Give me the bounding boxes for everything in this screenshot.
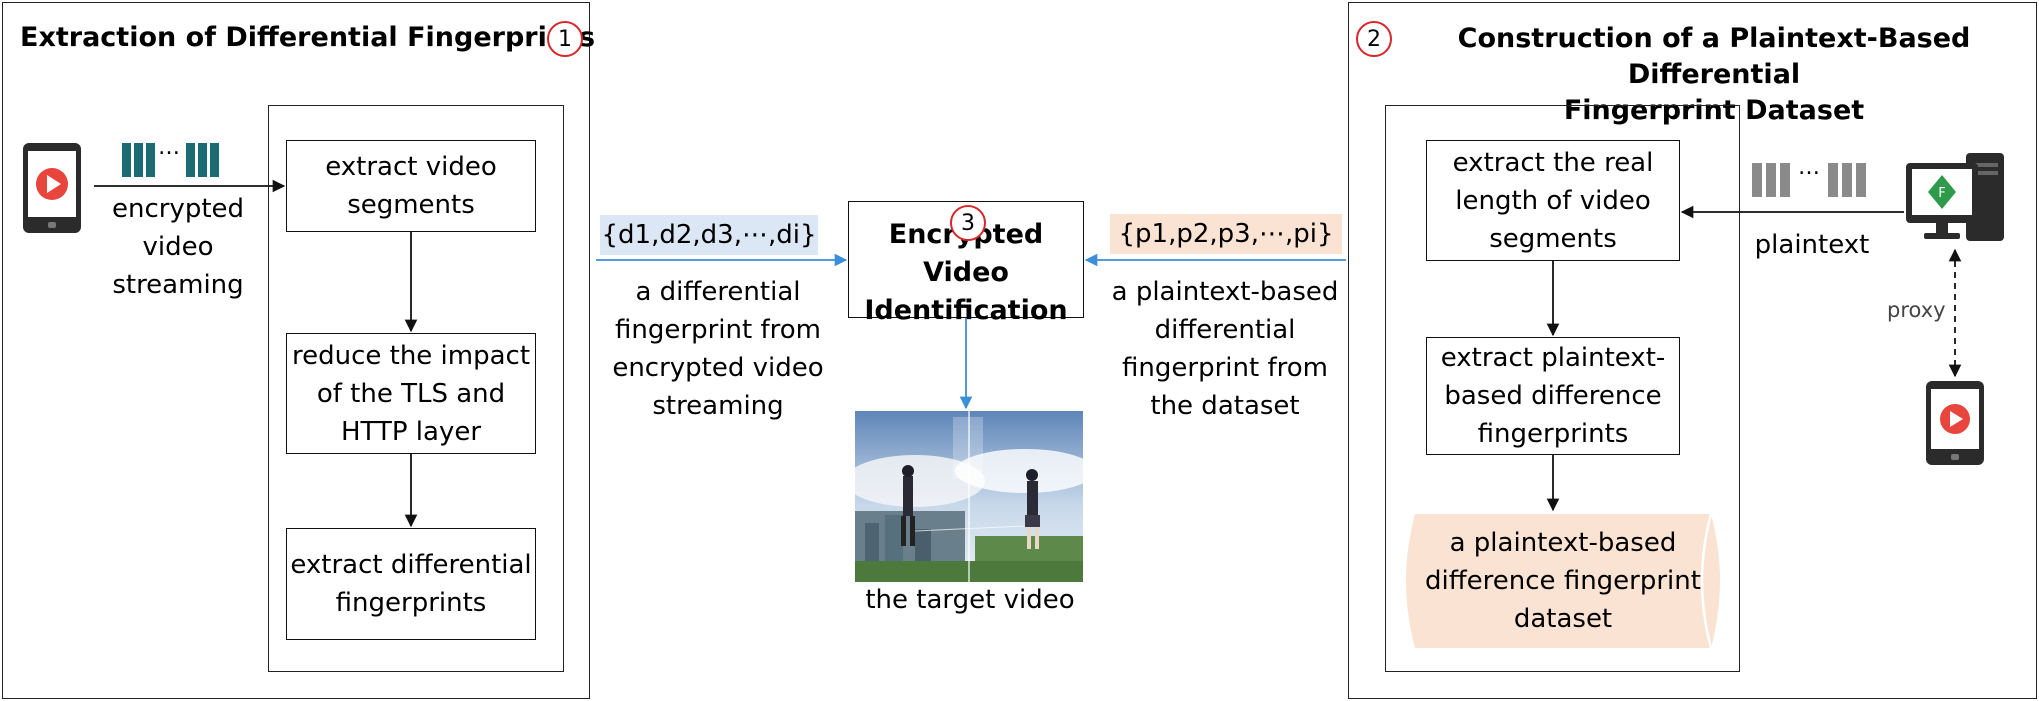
proxy-label: proxy [1887,298,1946,322]
step-3-badge: 3 [950,205,986,241]
phone-play-icon [1926,381,1984,465]
target-video-caption: the target video [865,585,1075,615]
extraction-panel-title: Extraction of Differential Fingerprints [20,22,596,53]
step-1-badge: 1 [547,21,583,57]
extract-real-length-box: extract the real length of video segment… [1426,140,1680,261]
fingerprint-dataset-label: a plaintext-based difference fingerprint… [1425,528,1701,634]
encrypted-fingerprint-caption: a differential fingerprint from encrypte… [612,277,824,421]
reduce-tls-http-impact-box: reduce the impact of the TLS and HTTP la… [286,333,536,454]
encrypted-video-streaming-label: encrypted video streaming [111,194,245,300]
extract-differential-fingerprints-box: extract differential fingerprints [286,528,536,640]
plaintext-label: plaintext [1754,230,1870,260]
extract-plaintext-fingerprints-box: extract plaintext- based difference fing… [1426,337,1680,455]
gray-packet-ellipsis: … [1798,155,1820,180]
video-poster-image [855,411,1083,582]
svg-text:F: F [1938,186,1945,201]
encrypted-fingerprint-sequence: {d1,d2,d3,⋯,di} [600,215,818,255]
packet-ellipsis: … [158,135,180,160]
step-2-badge: 2 [1356,21,1392,57]
construction-process-frame [1385,105,1740,672]
plaintext-fingerprint-caption: a plaintext-based differential fingerpri… [1111,277,1339,421]
extract-video-segments-box: extract video segments [286,140,536,232]
plaintext-packets: … [1752,155,1872,197]
construction-panel-title: Construction of a Plaintext-Based Differ… [1457,23,1971,126]
encrypted-packets: … [122,135,232,177]
plaintext-fingerprint-sequence: {p1,p2,p3,⋯,pi} [1110,214,1342,254]
computer-server-icon: F [1906,153,2004,241]
phone-play-icon [23,143,81,233]
fingerprint-dataset-cylinder [1406,513,1720,649]
extraction-process-frame [268,105,564,672]
